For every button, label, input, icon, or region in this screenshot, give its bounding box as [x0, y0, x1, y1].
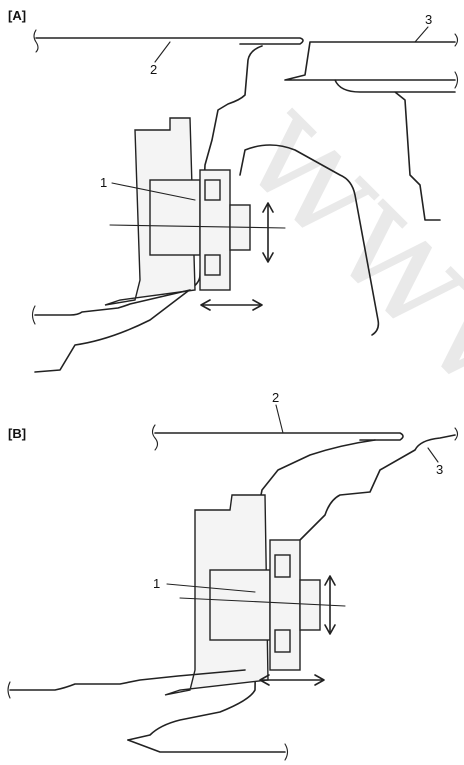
- panel-a-leader-3: [414, 26, 429, 43]
- panel-b-leader-3: [427, 447, 439, 463]
- panel-b-sill: [9, 669, 246, 691]
- panel-a-leader-1: [111, 182, 196, 201]
- panel-b-module: [209, 569, 271, 641]
- panel-b-bolt-bottom: [274, 629, 291, 653]
- panel-a-vertical-arrow: [262, 202, 274, 263]
- panel-a-label: [A]: [8, 8, 26, 23]
- panel-b-part-3-break: [454, 427, 459, 441]
- panel-b-vertical-arrow: [324, 575, 336, 635]
- panel-a-callout-2: 2: [150, 62, 157, 77]
- panel-b: [B] 2 3 1: [7, 390, 459, 761]
- panel-b-sill-break: [7, 681, 11, 699]
- panel-a-callout-3: 3: [425, 12, 432, 27]
- panel-a-leader-2: [154, 41, 171, 63]
- panel-a-bolt-top: [204, 179, 221, 201]
- panel-b-label: [B]: [8, 426, 26, 441]
- panel-b-lower-lip: [127, 739, 286, 753]
- panel-b-bolt-top: [274, 554, 291, 578]
- panel-a-horizontal-arrow: [200, 299, 263, 311]
- panel-a-axis-line: [109, 224, 286, 229]
- panel-b-callout-2: 2: [272, 390, 279, 405]
- watermark: www.c: [210, 63, 464, 539]
- panel-a-break-left: [33, 29, 39, 53]
- panel-b-callout-1: 1: [153, 576, 160, 591]
- panel-b-top-sheet: [154, 432, 404, 441]
- panel-a-callout-1: 1: [100, 175, 107, 190]
- panel-a-sill: [34, 289, 191, 316]
- panel-a-top-sheet: [35, 37, 304, 45]
- panel-b-leader-1: [166, 583, 256, 593]
- panel-a-module: [149, 179, 201, 256]
- panel-b-axis-line: [179, 597, 346, 607]
- panel-b-break-left: [151, 424, 159, 451]
- panel-a-inner-panel: [239, 144, 380, 336]
- panel-b-callout-3: 3: [436, 462, 443, 477]
- panel-b-lower-break: [284, 743, 289, 761]
- panel-b-leader-2: [275, 404, 284, 434]
- panel-a-bolt-bottom: [204, 254, 221, 276]
- panel-a: [A] 2 3 1: [8, 8, 459, 373]
- watermark-text: www.c: [210, 63, 464, 539]
- panel-b-horizontal-arrow: [259, 674, 325, 686]
- panel-a-sill-break: [31, 305, 36, 325]
- panel-a-part-3: [284, 41, 456, 221]
- panel-b-part-3: [284, 434, 456, 551]
- panel-b-body-panel: [127, 439, 376, 741]
- panel-a-part-3-break: [454, 33, 459, 89]
